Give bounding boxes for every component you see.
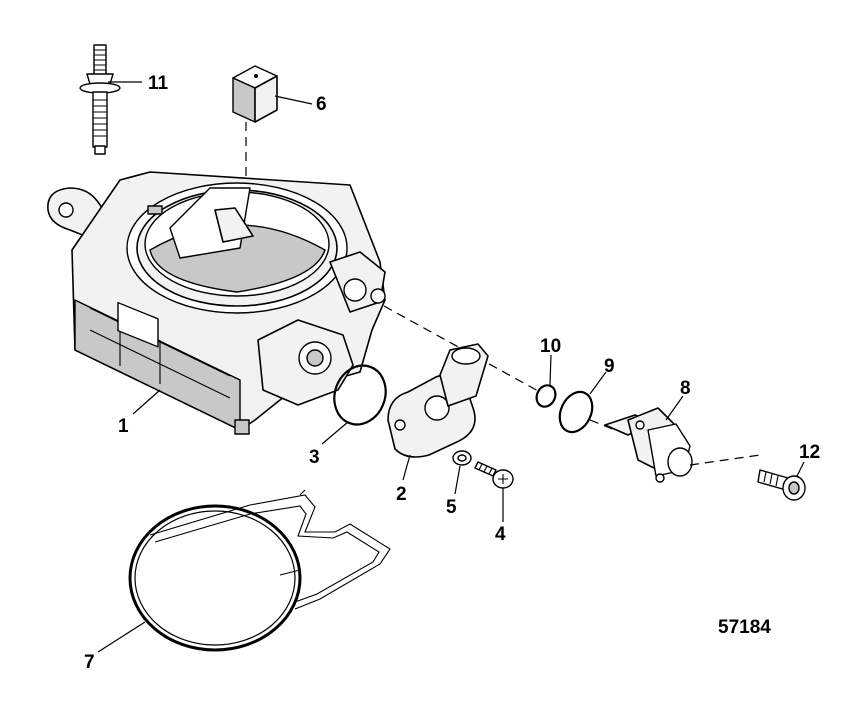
label-5: 5 [446, 497, 457, 518]
leader-5 [454, 465, 461, 495]
label-1: 1 [118, 416, 129, 437]
part-8-iac-valve [604, 407, 693, 483]
part-10-o-ring [535, 384, 557, 408]
assembly-line-11 [689, 454, 761, 466]
leader-3 [321, 421, 349, 445]
part-9-o-ring [558, 390, 594, 434]
leader-7 [97, 621, 146, 653]
part-12-stud [79, 44, 121, 155]
part-7-gasket [128, 489, 391, 652]
label-6: 6 [316, 94, 327, 115]
part-3-o-ring [333, 364, 387, 426]
label-10: 10 [540, 336, 561, 357]
label-2: 2 [396, 484, 407, 505]
leader-9 [589, 371, 607, 395]
part-6-cube [232, 65, 278, 123]
label-7: 7 [84, 652, 95, 673]
part-11-cap-screw [757, 469, 806, 501]
part-4-screw [474, 461, 514, 489]
label-11: 12 [799, 442, 820, 463]
leader-lines [97, 81, 805, 653]
leader-2 [402, 454, 411, 481]
leader-10 [549, 354, 552, 386]
leader-6 [274, 95, 313, 105]
label-4: 4 [495, 524, 506, 545]
label-9: 9 [604, 356, 615, 377]
part-2-sensor [387, 343, 489, 458]
figure-number: 57184 [718, 617, 771, 638]
part-5-washer [452, 450, 472, 466]
label-8: 8 [680, 378, 691, 399]
part-1-throttle-body [47, 171, 386, 435]
leader-1 [132, 389, 161, 415]
leader-11 [796, 461, 805, 477]
label-3: 3 [309, 447, 320, 468]
label-12: 11 [148, 73, 169, 94]
leader-8 [665, 395, 684, 421]
